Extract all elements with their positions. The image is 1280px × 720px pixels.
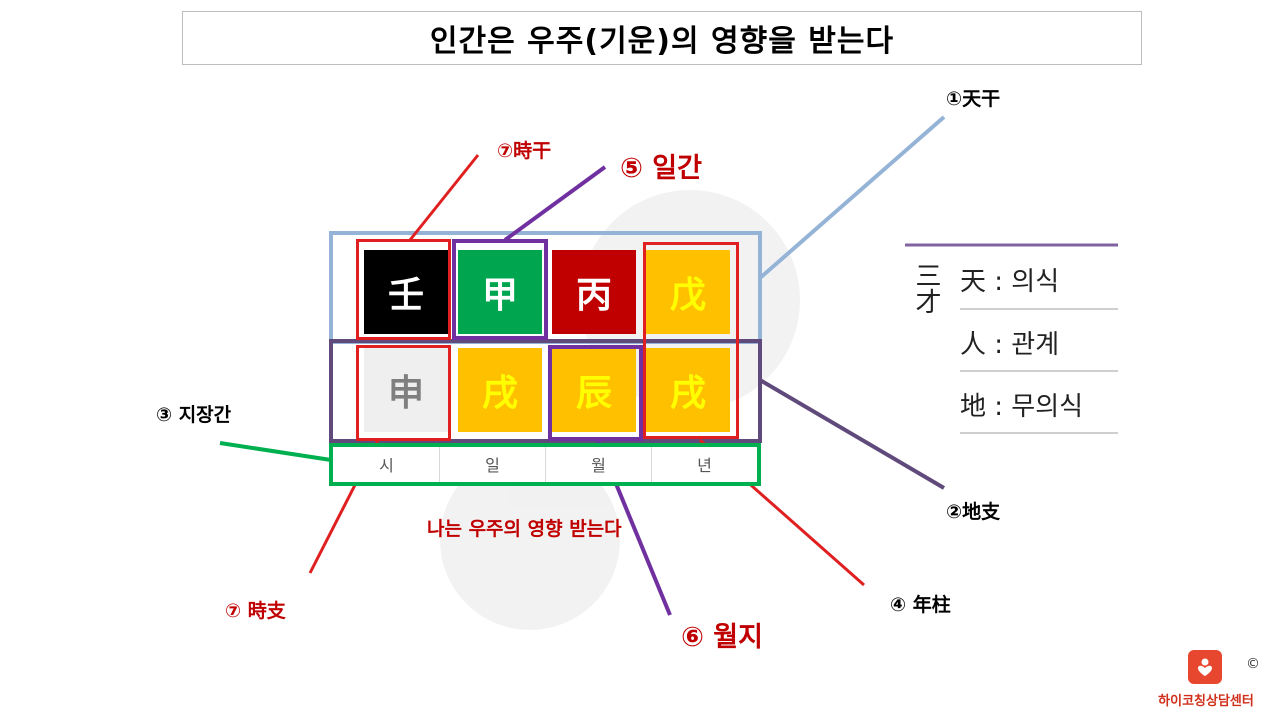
branch-cell-year: 戌 (646, 348, 730, 432)
stem-cell-day: 甲 (458, 250, 542, 334)
copyright-mark: © (1246, 656, 1260, 672)
year-pillar-label: ④ 年柱 (890, 594, 951, 616)
hidden-stems-pointer (219, 441, 332, 462)
month-branch-label: ⑥ 월지 (681, 622, 763, 653)
hidden-stems-label: ③ 지장간 (156, 404, 232, 426)
pillar-label: 월 (546, 445, 652, 483)
pillar-label: 일 (440, 445, 546, 483)
day-stem-pointer (503, 165, 607, 242)
branch-cell-month: 辰 (552, 348, 636, 432)
stem-cell-hour: 壬 (364, 250, 448, 334)
page-title: 인간은 우주(기운)의 영향을 받는다 (182, 11, 1142, 65)
hour-pillar-highlight (356, 239, 451, 340)
legend-side-label: 三才 (911, 262, 941, 314)
hidden-stems-frame (329, 443, 761, 486)
hour-pillar-highlight (356, 345, 451, 441)
day-stem-label: ⑤ 일간 (620, 153, 702, 184)
earthly-branches-pointer (758, 378, 946, 490)
hour-branch-label: ⑦ 時支 (225, 600, 286, 622)
legend-item: 人 : 관계 (960, 329, 1060, 360)
branch-cell-day: 戌 (458, 348, 542, 432)
brand-name: 하이코칭상담센터 (1158, 694, 1254, 709)
pillar-label: 년 (697, 456, 712, 475)
hour-stem-label: ⑦時干 (497, 140, 552, 162)
heart-icon (1198, 658, 1212, 676)
heavenly-stems-label: ①天干 (946, 88, 1001, 110)
pillar-label-row: 시 일 월 년 (334, 445, 757, 483)
day-stem-highlight (452, 239, 548, 340)
legend-item: 地 : 무의식 (960, 391, 1084, 422)
year-pillar-highlight (643, 242, 739, 439)
heavenly-stems-pointer (758, 115, 946, 280)
earthly-branches-label: ②地支 (946, 501, 1001, 523)
caption: 나는 우주의 영향 받는다 (427, 518, 622, 540)
hour-stem-pointer (408, 154, 480, 241)
stem-cell-month: 丙 (552, 250, 636, 334)
earthly-branches-frame (329, 339, 762, 443)
brand-logo-icon (1188, 650, 1222, 684)
legend-item: 天 : 의식 (960, 266, 1060, 297)
pillar-label: 시 (334, 445, 440, 483)
branch-cell-hour: 申 (364, 348, 448, 432)
stem-cell-year: 戊 (646, 250, 730, 334)
month-branch-highlight (548, 345, 643, 441)
